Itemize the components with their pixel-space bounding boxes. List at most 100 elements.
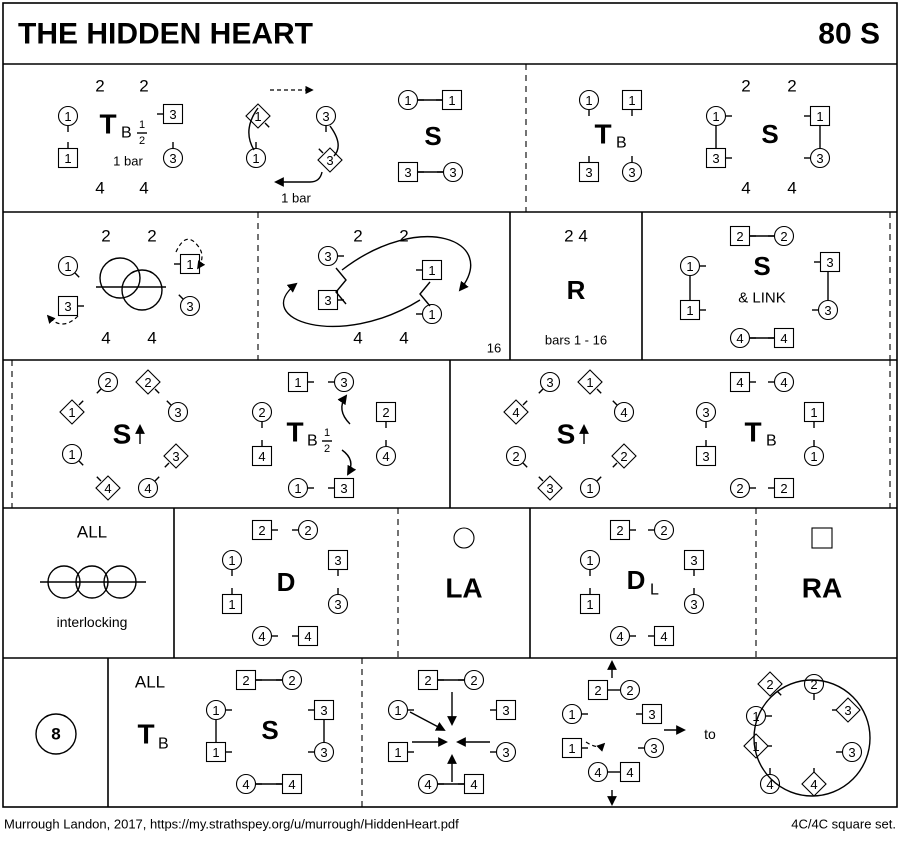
dancer-number: 1: [586, 597, 593, 612]
figure-s: S: [753, 251, 770, 281]
dancer-number: 2: [766, 677, 773, 692]
duration-label: 1 bar: [113, 154, 143, 169]
man-symbol: 2: [96, 371, 119, 394]
lady-symbol: 4: [458, 773, 485, 795]
duration-label: 1 bar: [281, 191, 311, 206]
dancer-number: 4: [242, 777, 249, 792]
dancer-number: 2: [242, 673, 249, 688]
dance-tempo: 80 S: [818, 18, 880, 51]
lady-symbol-rotated: 4: [95, 475, 121, 501]
dancer-number: 2: [258, 523, 265, 538]
dancer-number: 4: [304, 629, 311, 644]
lady-symbol-rotated: 3: [317, 147, 343, 173]
dancer-number: 4: [104, 481, 111, 496]
fraction-numerator: 1: [139, 119, 145, 131]
dancer-number: 4: [594, 765, 601, 780]
dancer-number: 1: [252, 151, 259, 166]
dancer-number: 1: [712, 109, 719, 124]
lady-symbol-rotated: 2: [611, 443, 637, 469]
figure-subscript: B: [158, 736, 169, 753]
dancer-number: 1: [64, 151, 71, 166]
lady-symbol: 1: [804, 105, 831, 127]
man-symbol: 1: [287, 477, 314, 499]
dancer-number: 1: [428, 307, 435, 322]
lady-symbol: 2: [375, 401, 397, 428]
path-line: [329, 125, 339, 157]
figure-d: D: [627, 565, 646, 595]
man-symbol: 3: [327, 588, 349, 615]
all-label: ALL: [77, 523, 107, 542]
man-symbol: 3: [804, 147, 831, 169]
lady-symbol-rotated: 2: [135, 369, 161, 395]
bar-count: 2: [139, 77, 148, 96]
dancer-number: 1: [294, 481, 301, 496]
dancer-number: 3: [648, 707, 655, 722]
dancer-number: 3: [702, 449, 709, 464]
lady-symbol: 3: [705, 147, 732, 169]
lady-symbol: 3: [317, 289, 344, 311]
path-line: [248, 107, 259, 151]
dancer-number: 2: [736, 481, 743, 496]
bar-count: 4: [101, 329, 110, 348]
lady-symbol: 4: [251, 440, 273, 467]
dancer-number: 4: [736, 375, 743, 390]
dancer-number: 3: [650, 741, 657, 756]
bar-count: 4: [95, 179, 104, 198]
dancer-number: 3: [326, 153, 333, 168]
fraction-denominator: 2: [324, 443, 330, 455]
dancer-number: 1: [568, 707, 575, 722]
lady-symbol: 1: [416, 259, 443, 281]
cast-arrow: [46, 314, 79, 325]
figure-s: S: [113, 419, 132, 450]
man-symbol: 2: [292, 519, 319, 541]
dancer-number: 1: [686, 259, 693, 274]
dancer-number: 4: [660, 629, 667, 644]
dancer-number: 2: [512, 449, 519, 464]
lady-symbol: 3: [490, 699, 517, 721]
dancer-number: 3: [334, 553, 341, 568]
man-symbol: 4: [251, 625, 278, 647]
dancer-number: 3: [628, 165, 635, 180]
lady-symbol: 3: [327, 549, 349, 576]
dancer-number: 3: [169, 151, 176, 166]
dancer-number: 4: [736, 331, 743, 346]
dancer-number: 4: [766, 777, 773, 792]
dancer-number: 4: [288, 777, 295, 792]
dancer-number: 2: [304, 523, 311, 538]
pass-mark: [419, 281, 431, 307]
dancer-number: 1: [254, 109, 261, 124]
man-symbol: 1: [705, 105, 732, 127]
man-symbol: 2: [614, 679, 641, 701]
lady-symbol: 3: [683, 549, 705, 576]
dancer-number: 3: [449, 165, 456, 180]
man-symbol: 4: [759, 768, 781, 795]
man-symbol: 4: [587, 761, 614, 783]
figure-s: S: [557, 419, 576, 450]
man-symbol: [453, 527, 475, 549]
man-symbol: 1: [205, 699, 232, 721]
bar-number: 16: [487, 341, 501, 356]
cell-r5-round: 8: [35, 713, 77, 755]
man-symbol: 4: [768, 371, 795, 393]
dancer-number: 2: [626, 683, 633, 698]
dancer-number: 4: [780, 375, 787, 390]
cell-r4-left-arm: LA: [445, 527, 483, 604]
man-symbol: 3: [490, 741, 517, 763]
lady-symbol-rotated: 1: [245, 103, 271, 129]
man-symbol: 3: [308, 741, 335, 763]
dancer-number: 1: [586, 553, 593, 568]
man-symbol: 3: [812, 299, 839, 321]
man-symbol: 2: [505, 445, 528, 468]
dancer-number: 1: [186, 257, 193, 272]
dancer-number: 1: [752, 709, 759, 724]
dancer-number: 2: [620, 449, 627, 464]
bar-count: 2: [101, 227, 110, 246]
